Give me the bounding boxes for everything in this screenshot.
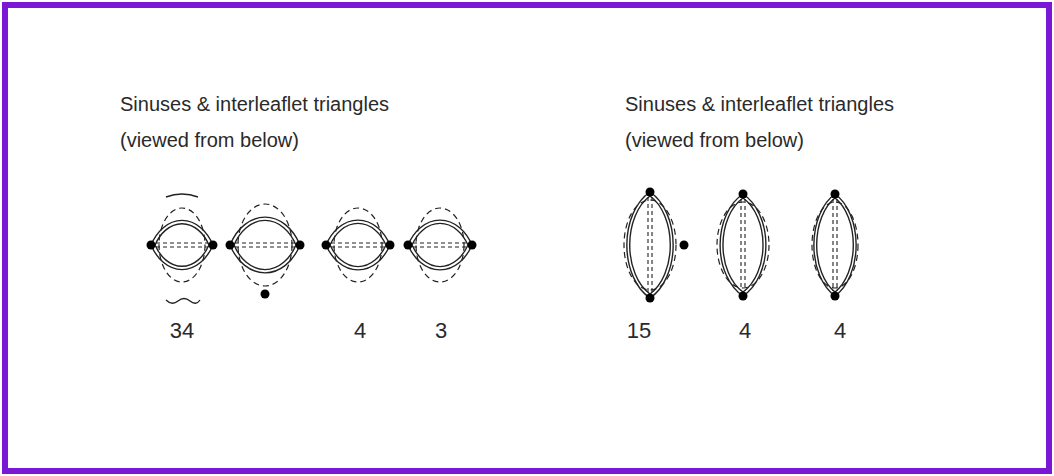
valve-figure	[322, 208, 395, 282]
valve-figure	[147, 194, 218, 282]
heading-text: Sinuses & interleaflet triangles	[120, 92, 389, 116]
valve-figure	[717, 190, 769, 301]
group-brace	[166, 299, 200, 304]
count-number: 3	[435, 318, 447, 344]
heading-text: Sinuses & interleaflet triangles	[625, 92, 894, 116]
valve-figure	[812, 190, 858, 301]
subheading-text: (viewed from below)	[120, 128, 299, 152]
count-number: 4	[739, 318, 751, 344]
count-number: 34	[170, 318, 194, 344]
valve-figure	[624, 188, 689, 303]
count-number: 15	[627, 318, 651, 344]
valve-figure	[226, 204, 305, 299]
subheading-text: (viewed from below)	[625, 128, 804, 152]
valve-figure	[404, 208, 477, 282]
count-number: 4	[354, 318, 366, 344]
count-number: 4	[834, 318, 846, 344]
